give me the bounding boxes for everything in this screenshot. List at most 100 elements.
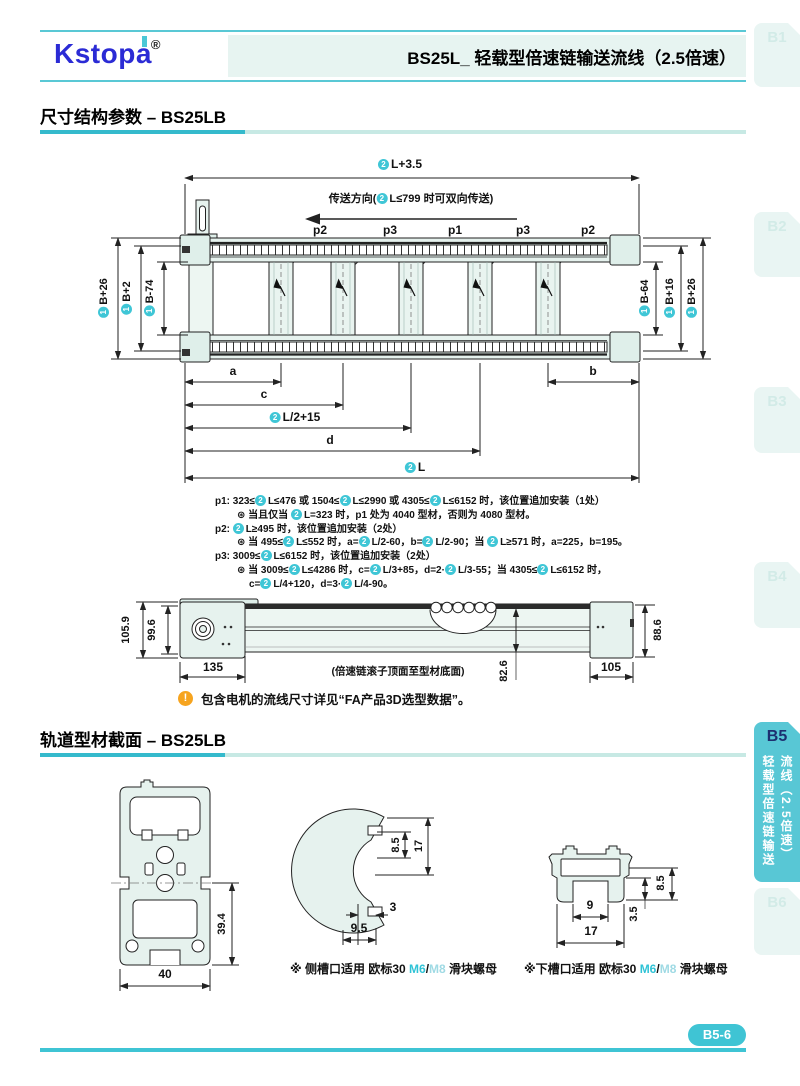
side-slot-note: ※ 侧槽口适用 欧标30 M6/M8 滑块螺母 <box>290 960 497 977</box>
slash: / <box>656 962 660 976</box>
config-marker-2: 2 <box>358 536 370 548</box>
dim-label-width-mid-right: 1B+16 <box>664 278 676 318</box>
config-marker-2: 2 <box>290 508 302 520</box>
dim-label-height-outer: 105.9 <box>120 616 132 644</box>
config-marker-2: 2 <box>232 522 244 534</box>
section-title-dimensions: 尺寸结构参数 – BS25LB <box>40 108 227 127</box>
dim-label-a: a <box>229 364 237 378</box>
tab-label: B2 <box>767 218 787 235</box>
page-title: BS25L_ 轻载型倍速链输送流线（2.5倍速） <box>407 48 736 68</box>
config-marker-2: 2 <box>429 495 441 506</box>
tab-label: B3 <box>767 393 787 410</box>
m6-label: M6 <box>409 962 426 976</box>
registered-mark: ® <box>150 37 161 52</box>
tab-label: B1 <box>767 29 787 46</box>
dim-label-height-right: 88.6 <box>652 619 664 641</box>
config-marker-2: 2 <box>341 577 353 589</box>
sidebar-tab-b5-active[interactable]: B5 流线（2.5倍速） 轻载型倍速链输送 <box>754 722 800 882</box>
dim-label-width-mid-left: 1B+2 <box>121 281 133 315</box>
config-marker-2: 2 <box>376 193 388 204</box>
sidebar-tab-b4[interactable]: B4 <box>754 562 800 628</box>
dim-label-sideguide-gap: 8.5 <box>390 837 402 853</box>
page-number-badge: B5-6 <box>688 1024 746 1046</box>
sidebar-tab-b2[interactable]: B2 <box>754 212 800 277</box>
m8-label: M8 <box>659 962 677 976</box>
header-bottom-rule <box>40 80 746 82</box>
config-marker-2: 2 <box>487 536 499 548</box>
slash: / <box>425 962 430 976</box>
p-position-label: p3 <box>515 223 531 237</box>
dim-label-b: b <box>589 364 597 378</box>
dim-label-width-inner-right: 1B-64 <box>639 280 651 317</box>
config-marker-2: 2 <box>339 495 351 506</box>
side-view-drawing <box>136 598 655 683</box>
p-position-label: p3 <box>382 223 398 237</box>
dim-label-sideguide-lip: 3 <box>389 900 397 914</box>
config-marker-2: 2 <box>422 536 434 548</box>
dim-label-sideguide-height: 17 <box>413 839 425 853</box>
roller-height-note: (倍速链滚子顶面至型材底面) <box>331 665 465 678</box>
config-marker-2: 2 <box>537 563 549 575</box>
dim-label-width-outer-right: 1B+26 <box>686 278 698 318</box>
tab-vertical-text-right: 流线（2.5倍速） <box>779 755 793 862</box>
side-slot-note-text: ※ 侧槽口适用 欧标30 <box>290 962 410 976</box>
config-marker-2: 2 <box>260 550 272 562</box>
p-position-label: p2 <box>312 223 328 237</box>
config-marker-2: 2 <box>404 462 416 473</box>
config-marker-2: 2 <box>269 412 281 423</box>
sidebar-tab-b3[interactable]: B3 <box>754 387 800 453</box>
dim-label-idler-length: 105 <box>600 660 622 674</box>
p-position-label: p1 <box>447 223 463 237</box>
header-top-rule <box>40 30 746 32</box>
p-position-label: p2 <box>580 223 596 237</box>
dim-label-extrusion-width: 40 <box>158 967 172 981</box>
dim-label-height-inner: 99.6 <box>146 619 158 641</box>
m6-label: M6 <box>639 962 657 976</box>
side-slot-note-suffix: 滑块螺母 <box>445 962 498 976</box>
dim-label-roller-height: 82.6 <box>498 660 510 682</box>
dim-label-bottomrail-width: 17 <box>584 924 598 938</box>
config-marker-1: 1 <box>686 306 697 318</box>
brand-logo-text: Kstopa <box>54 38 152 69</box>
config-marker-1: 1 <box>121 303 132 315</box>
config-marker-2: 2 <box>444 563 456 575</box>
bottom-slot-note-text: ※下槽口适用 欧标30 <box>524 962 640 976</box>
config-marker-2: 2 <box>377 159 389 170</box>
sidebar-tab-b1[interactable]: B1 <box>754 23 800 87</box>
section-title-profiles: 轨道型材截面 – BS25LB <box>40 731 227 750</box>
config-marker-1: 1 <box>664 306 675 318</box>
profile-sections-drawing <box>111 779 678 991</box>
config-marker-1: 1 <box>98 306 109 318</box>
dim-label-sideguide-base: 9.5 <box>350 921 368 935</box>
m8-label: M8 <box>429 962 446 976</box>
config-marker-1: 1 <box>639 305 650 317</box>
config-marker-1: 1 <box>144 305 155 317</box>
top-view-drawing <box>111 174 711 483</box>
section-rule-2 <box>40 753 746 757</box>
tab-label: B6 <box>767 894 787 911</box>
warning-icon: ! <box>178 691 193 706</box>
dim-label-bottomrail-lip: 3.5 <box>628 906 640 922</box>
motor-note: ! 包含电机的流线尺寸详见“FA产品3D选型数据”。 <box>178 689 470 708</box>
tab-label: B5 <box>766 728 788 745</box>
motor-note-text: 包含电机的流线尺寸详见“FA产品3D选型数据”。 <box>201 693 471 707</box>
config-marker-2: 2 <box>283 536 295 548</box>
dim-label-drive-length: 135 <box>202 660 224 674</box>
sidebar-tab-b6[interactable]: B6 <box>754 888 800 955</box>
tab-vertical-text-left: 轻载型倍速链输送 <box>761 755 775 867</box>
header-title-band: BS25L_ 轻载型倍速链输送流线（2.5倍速） <box>228 35 746 77</box>
dim-label-width-inner-left: 1B-74 <box>144 280 156 317</box>
dim-label-bottomrail-height: 8.5 <box>655 875 667 891</box>
dim-label-extrusion-height: 39.4 <box>216 913 228 935</box>
bottom-slot-note: ※下槽口适用 欧标30 M6/M8 滑块螺母 <box>524 960 728 977</box>
